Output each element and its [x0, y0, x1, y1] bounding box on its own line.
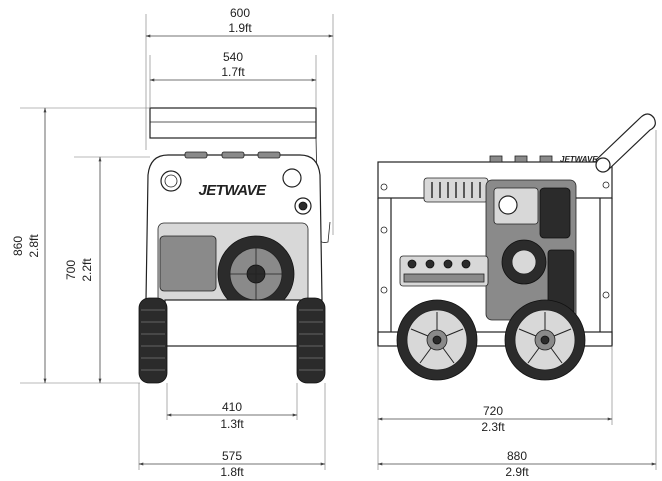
dim-top-width-mm: 600: [230, 6, 250, 20]
dim-base-width-ft: 1.8ft: [220, 465, 244, 479]
front-base: [164, 299, 302, 347]
dim-overall-length-ft: 2.9ft: [505, 465, 529, 479]
dim-base-width-mm: 575: [222, 449, 242, 463]
side-handle: [595, 113, 656, 171]
front-dimensions: 600 1.9ft 540 1.7ft 860 2.8ft 700 2.2ft …: [11, 6, 334, 479]
side-dimensions: 720 2.3ft 880 2.9ft: [377, 130, 657, 479]
dim-wheelbase-ft: 2.3ft: [481, 420, 505, 434]
engine-dial-icon: [498, 195, 518, 215]
dim-frame-width-mm: 540: [223, 50, 243, 64]
side-view: JETWAVE: [377, 113, 656, 381]
brand-logo: JETWAVE: [198, 182, 267, 199]
front-view: JETWAVE: [138, 107, 331, 384]
gauge-right-icon: [282, 168, 302, 188]
side-wheel-left: [396, 299, 478, 381]
side-brand-logo: JETWAVE: [560, 155, 598, 164]
dim-overall-height-ft: 2.8ft: [27, 234, 41, 258]
dim-overall-height-mm: 860: [11, 236, 25, 256]
side-wheel-right: [504, 299, 586, 381]
dim-wheelbase-mm: 720: [483, 404, 503, 418]
front-wheel-left: [138, 297, 168, 384]
front-handle-frame: [149, 107, 317, 139]
dim-top-width-ft: 1.9ft: [228, 21, 252, 35]
front-wheel-right: [296, 297, 326, 384]
dim-wheel-inner-mm: 410: [222, 400, 242, 414]
dim-wheel-inner-ft: 1.3ft: [220, 417, 244, 431]
dim-frame-width-ft: 1.7ft: [221, 65, 245, 79]
dim-frame-height-ft: 2.2ft: [80, 258, 94, 282]
dim-frame-height-mm: 700: [64, 260, 78, 280]
dim-overall-length-mm: 880: [507, 449, 527, 463]
gauge-left-icon: [160, 170, 182, 192]
